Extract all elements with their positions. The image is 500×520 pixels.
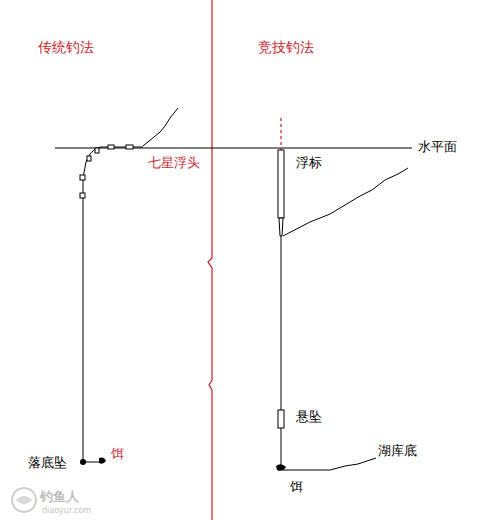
water-label: 水平面 (418, 140, 457, 154)
part-label: 落底坠 (28, 456, 67, 470)
bait (99, 457, 106, 463)
rod-line (283, 168, 408, 236)
watermark: 钓鱼人 (40, 490, 79, 504)
method-title: 竞技钓法 (258, 40, 314, 55)
part-label: 七星浮头 (148, 156, 200, 170)
watermark-icon (16, 496, 32, 504)
watermark-icon (12, 488, 36, 512)
suspended-sinker (278, 410, 284, 428)
main-line (281, 236, 282, 470)
bed-label: 湖库底 (378, 444, 417, 458)
float-body (278, 150, 284, 218)
hook-line (83, 462, 100, 463)
divider-line (208, 0, 212, 520)
float-stem (279, 218, 283, 236)
part-label: 饵 (290, 480, 303, 494)
part-label: 浮标 (296, 156, 322, 170)
watermark: diaoyur.com (42, 507, 91, 516)
seven-star-floats (80, 145, 133, 198)
main-line (83, 147, 143, 462)
method-title: 传统钓法 (38, 40, 94, 55)
lake-bed-line (278, 458, 376, 470)
part-label: 悬坠 (296, 410, 322, 424)
float-tip (280, 118, 281, 150)
rod-line (143, 108, 178, 146)
part-label: 饵 (111, 447, 124, 461)
